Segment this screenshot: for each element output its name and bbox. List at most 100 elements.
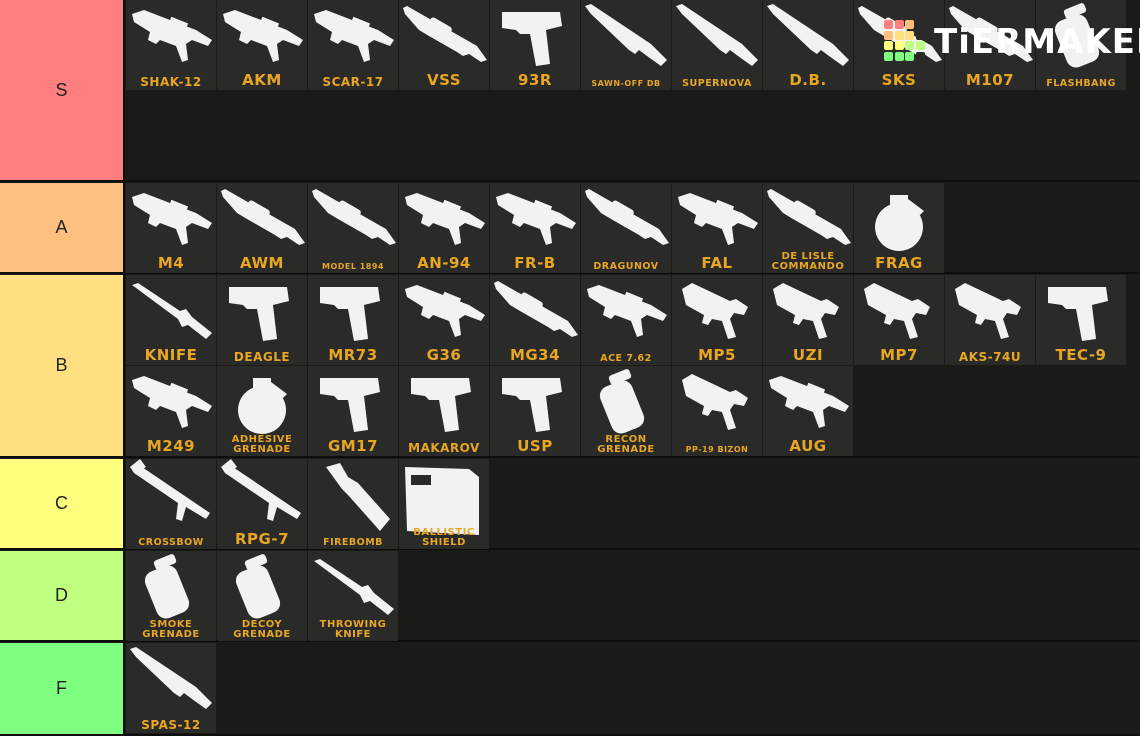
tier-item-decoy-grenade[interactable]: DECOY GRENADE <box>217 551 307 641</box>
ace-7-62-icon <box>587 285 667 337</box>
tier-item-dragunov[interactable]: DRAGUNOV <box>581 183 671 273</box>
m249-icon <box>132 376 212 428</box>
tier-item-supernova[interactable]: SUPERNOVA <box>672 0 762 90</box>
uzi-icon <box>773 283 839 339</box>
tier-item-adhesive-grenade[interactable]: ADHESIVE GRENADE <box>217 366 307 456</box>
item-name: GM17 <box>327 437 379 455</box>
spas-12-icon <box>130 647 212 709</box>
throwing-knife-icon <box>314 559 394 615</box>
tier-item-mr73[interactable]: MR73 <box>308 275 398 365</box>
logo-cell <box>905 51 914 61</box>
tier-label[interactable]: A <box>0 183 125 272</box>
item-name: CROSSBOW <box>138 536 204 548</box>
item-name: UZI <box>792 346 824 364</box>
tier-item-shak-12[interactable]: SHAK-12 <box>126 0 216 90</box>
tier-item-recon-grenade[interactable]: RECON GRENADE <box>581 366 671 456</box>
tier-item-firebomb[interactable]: FIREBOMB <box>308 459 398 549</box>
tier-item-model-1894[interactable]: MODEL 1894 <box>308 183 398 273</box>
tier-label[interactable]: D <box>0 551 125 640</box>
tier-item-crossbow[interactable]: CROSSBOW <box>126 459 216 549</box>
item-name: SKS <box>881 71 917 89</box>
supernova-icon <box>676 4 758 66</box>
tier-item-an-94[interactable]: AN-94 <box>399 183 489 273</box>
logo-cell <box>884 30 893 40</box>
logo-cell <box>915 30 925 40</box>
tier-item-aks-74u[interactable]: AKS-74U <box>945 275 1035 365</box>
tier-item-m107[interactable]: M107 <box>945 0 1035 90</box>
tier-label[interactable]: C <box>0 459 125 548</box>
item-name: SPAS-12 <box>141 718 201 732</box>
item-name: SAWN-OFF DB <box>591 79 661 88</box>
fal-icon <box>678 193 758 245</box>
tier-item-d-b[interactable]: D.B. <box>763 0 853 90</box>
item-name: DEAGLE <box>233 350 291 364</box>
logo-cell <box>915 51 925 61</box>
item-name: USP <box>517 437 553 455</box>
frag-icon <box>875 195 924 251</box>
tier-items: SPAS-12 <box>126 643 1140 734</box>
tier-item-sawn-off-db[interactable]: SAWN-OFF DB <box>581 0 671 90</box>
tier-item-akm[interactable]: AKM <box>217 0 307 90</box>
tier-item-spas-12[interactable]: SPAS-12 <box>126 643 216 733</box>
tier-item-vss[interactable]: VSS <box>399 0 489 90</box>
tier-item-93r[interactable]: 93R <box>490 0 580 90</box>
tier-item-mp5[interactable]: MP5 <box>672 275 762 365</box>
tier-item-deagle[interactable]: DEAGLE <box>217 275 307 365</box>
tier-label[interactable]: B <box>0 275 125 456</box>
ballistic-shield-icon <box>405 467 479 535</box>
tier-item-aug[interactable]: AUG <box>763 366 853 456</box>
tier-item-rpg-7[interactable]: RPG-7 <box>217 459 307 549</box>
tier-item-ace-7-62[interactable]: ACE 7.62 <box>581 275 671 365</box>
tier-item-frag[interactable]: FRAG <box>854 183 944 273</box>
item-name: G36 <box>426 346 462 364</box>
tier-item-tec-9[interactable]: TEC-9 <box>1036 275 1126 365</box>
tier-item-awm[interactable]: AWM <box>217 183 307 273</box>
logo-grid-icon <box>884 20 926 62</box>
sawn-off-db-icon <box>585 4 667 66</box>
tier-item-fr-b[interactable]: FR-B <box>490 183 580 273</box>
tier-item-de-lisle-commando[interactable]: DE LISLE COMMANDO <box>763 183 853 273</box>
tier-item-smoke-grenade[interactable]: SMOKE GRENADE <box>126 551 216 641</box>
tier-label[interactable]: S <box>0 0 125 180</box>
item-name: MG34 <box>509 346 561 364</box>
m4-icon <box>132 193 212 245</box>
tier-item-gm17[interactable]: GM17 <box>308 366 398 456</box>
item-name: M4 <box>157 254 185 272</box>
tier-item-ballistic-shield[interactable]: BALLISTIC SHIELD <box>399 459 489 549</box>
tier-item-g36[interactable]: G36 <box>399 275 489 365</box>
tier-item-mg34[interactable]: MG34 <box>490 275 580 365</box>
item-name: RPG-7 <box>234 530 290 548</box>
tier-item-mp7[interactable]: MP7 <box>854 275 944 365</box>
logo-cell <box>894 41 904 50</box>
d-b-icon <box>767 4 849 66</box>
tier-item-flashbang[interactable]: FLASHBANG <box>1036 0 1126 90</box>
item-name: 93R <box>518 71 552 89</box>
item-name: VSS <box>426 71 462 89</box>
makarov-icon <box>411 378 471 432</box>
tier-item-m249[interactable]: M249 <box>126 366 216 456</box>
tier-item-m4[interactable]: M4 <box>126 183 216 273</box>
item-name: FAL <box>701 254 733 272</box>
item-name: TEC-9 <box>1055 346 1107 364</box>
tier-item-pp-19-bizon[interactable]: PP-19 BIZON <box>672 366 762 456</box>
item-name: PP-19 BIZON <box>685 445 749 454</box>
crossbow-icon <box>130 459 210 521</box>
dragunov-icon <box>585 189 669 245</box>
tier-item-usp[interactable]: USP <box>490 366 580 456</box>
tier-label[interactable]: F <box>0 643 125 734</box>
tier-item-throwing-knife[interactable]: THROWING KNIFE <box>308 551 398 641</box>
tier-item-makarov[interactable]: MAKAROV <box>399 366 489 456</box>
tier-item-knife[interactable]: KNIFE <box>126 275 216 365</box>
logo-cell <box>905 41 914 50</box>
aug-icon <box>769 376 849 428</box>
item-name: KNIFE <box>144 346 198 364</box>
tier-item-scar-17[interactable]: SCAR-17 <box>308 0 398 90</box>
tier-item-fal[interactable]: FAL <box>672 183 762 273</box>
knife-icon <box>132 283 212 339</box>
tiermaker-logo: TiERMAKER <box>884 20 1140 64</box>
item-name: MAKAROV <box>408 441 480 455</box>
tier-item-uzi[interactable]: UZI <box>763 275 853 365</box>
